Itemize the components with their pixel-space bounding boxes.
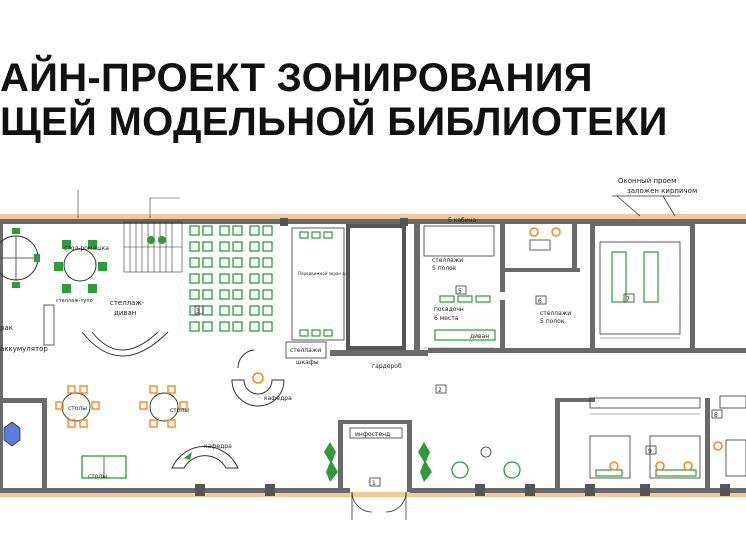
room-2-marker bbox=[435, 384, 447, 394]
outer-walls bbox=[0, 219, 746, 493]
title-line-2: ЩЕЙ МОДЕЛЬНОЙ БИБЛИОТЕКИ bbox=[0, 100, 668, 144]
label-seating-2: 6 места bbox=[434, 315, 459, 322]
staircase bbox=[123, 221, 183, 273]
label-table-romashka: стол-ромашка bbox=[64, 245, 109, 252]
room-8-furniture bbox=[589, 395, 746, 479]
table-romashka bbox=[54, 240, 107, 293]
tables-left bbox=[55, 385, 100, 428]
room-6-number: 6 bbox=[538, 298, 542, 305]
round-tables-right bbox=[451, 446, 521, 479]
cathedra-desk-1 bbox=[231, 349, 285, 407]
room-9-marker bbox=[645, 445, 657, 455]
leader-line bbox=[616, 195, 641, 217]
room-8-number: 8 bbox=[714, 412, 718, 419]
top-facade-band bbox=[0, 214, 746, 220]
label-shelves-5b-1: стеллажи bbox=[540, 310, 571, 317]
room-7-number: 7 bbox=[626, 296, 630, 303]
shelf-sofa bbox=[81, 331, 169, 357]
tables-bottom-left bbox=[81, 455, 127, 479]
room-6-marker bbox=[535, 295, 547, 305]
columns bbox=[195, 218, 730, 496]
orange-desks-right bbox=[609, 441, 723, 471]
label-cabin: Е кабина bbox=[448, 217, 477, 224]
label-shelf-sofa-2: диван bbox=[114, 309, 136, 317]
label-cathedra-1: кафедра bbox=[264, 395, 292, 402]
label-shelves-bottom-1: стеллажи bbox=[290, 347, 321, 354]
room-7-marker bbox=[623, 293, 635, 303]
bottom-facade-band bbox=[0, 492, 746, 497]
leader-line bbox=[662, 195, 676, 217]
cabin bbox=[423, 225, 495, 257]
tables-middle bbox=[139, 385, 188, 428]
reading-hall-chairs bbox=[189, 225, 273, 332]
room-3-number: 3 bbox=[196, 308, 200, 315]
room-8-chairs bbox=[595, 469, 697, 477]
room-5-number: 5 bbox=[458, 288, 462, 295]
entrance-doors bbox=[351, 491, 407, 520]
room-3-marker bbox=[194, 305, 204, 315]
mobile-screen-chairs bbox=[299, 231, 333, 337]
cathedra-desk-2 bbox=[171, 445, 239, 469]
room-6-desk bbox=[529, 227, 561, 251]
label-cathedra-2: кафедра bbox=[204, 443, 232, 450]
label-wardrobe: гардероб bbox=[372, 363, 402, 370]
central-block-inner bbox=[350, 228, 402, 346]
label-tables-2: столы bbox=[170, 407, 189, 414]
room-1-marker bbox=[369, 477, 381, 487]
dimension-lines bbox=[424, 337, 700, 415]
room-7-tables bbox=[599, 241, 681, 335]
info-desk bbox=[349, 427, 403, 439]
blue-hexagon bbox=[3, 421, 21, 447]
room-2-number: 2 bbox=[438, 387, 442, 394]
room-9-number: 9 bbox=[648, 448, 652, 455]
label-shelves-bottom-2: шкафы bbox=[296, 359, 319, 366]
title-line-1: АЙН-ПРОЕКТ ЗОНИРОВАНИЯ bbox=[0, 56, 593, 100]
label-shelf-sofa-1: стеллаж- bbox=[110, 299, 145, 307]
label-tables-3: столы bbox=[88, 473, 107, 480]
mobile-screen-area bbox=[291, 227, 345, 341]
room-1-number: 1 bbox=[372, 480, 376, 487]
interior-walls bbox=[0, 222, 746, 492]
label-calc-left: аккумулятор bbox=[0, 345, 48, 353]
sofa bbox=[434, 329, 496, 341]
annotation-lines bbox=[77, 190, 180, 218]
window-note-2: заложен кирпичом bbox=[627, 187, 697, 195]
room-8-marker bbox=[711, 409, 723, 419]
label-info-desk: инфостенд bbox=[355, 431, 390, 438]
label-sofa: диван bbox=[470, 333, 489, 340]
label-mobile-screen: Передвижной экран для выставок bbox=[298, 271, 372, 276]
plants bbox=[324, 442, 432, 482]
label-tables-1: столы bbox=[68, 405, 87, 412]
label-shelves-5a-1: стеллажи bbox=[432, 257, 463, 264]
label-rack-left: рак bbox=[0, 324, 13, 332]
window-note-1: Оконный проем bbox=[618, 177, 676, 185]
round-table-left bbox=[0, 228, 40, 288]
stair-chairs bbox=[147, 236, 166, 244]
label-shelf-dead: стеллаж-тупо bbox=[56, 298, 93, 304]
label-shelves-5b-2: 5 полок bbox=[540, 318, 565, 325]
label-shelves-5a-2: 5 полок bbox=[432, 265, 457, 272]
label-seating-1: посадочн bbox=[434, 306, 464, 313]
seating-chairs bbox=[439, 295, 491, 303]
shelf-left bbox=[43, 304, 55, 346]
room-5-marker bbox=[455, 285, 467, 295]
shelves-cabinets bbox=[285, 341, 327, 359]
